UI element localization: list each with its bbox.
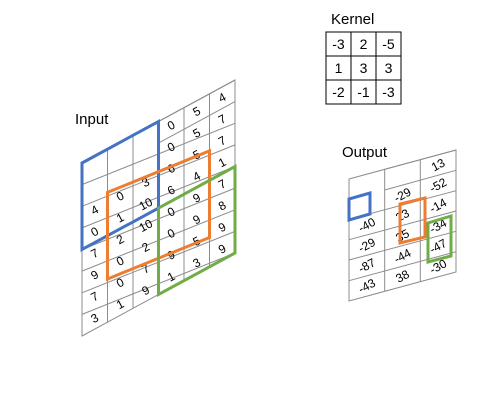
input-cell-3-5: 1 [216,155,229,171]
input-cell-4-2: 10 [137,216,156,235]
input-highlight-orange [106,148,211,282]
input-cell-5-0: 9 [89,267,102,283]
input-cell-4-5: 7 [216,176,229,192]
input-cell-5-5: 8 [216,198,229,214]
output-cell-4-1: -44 [392,246,414,267]
output-cell-2-1: 23 [393,206,412,225]
output-cell-2-2: -14 [427,195,449,216]
input-cell-4-1: 2 [114,232,127,248]
input-cell-1-4: 5 [191,125,204,141]
input-cell-5-1: 0 [114,253,127,269]
kernel-grid [325,31,402,105]
input-cell-0-3: 0 [165,117,178,133]
input-cell-4-0: 7 [89,245,102,261]
input-cell-2-0: 4 [89,202,102,218]
output-cell-5-0: -43 [356,276,378,297]
input-cell-7-0: 3 [89,310,102,326]
output-cell-4-0: -87 [356,255,378,276]
input-cell-7-5: 9 [216,241,229,257]
output-highlight-blue [347,191,372,222]
kernel-cell-0-2: -5 [382,36,395,52]
kernel-cell-2-0: -2 [332,84,345,100]
input-cell-2-5: 7 [216,133,229,149]
input-cell-3-2: 10 [137,195,156,214]
input-cell-5-4: 9 [191,212,204,228]
kernel-cell-0-1: 2 [360,36,368,52]
input-cell-6-1: 0 [114,275,127,291]
kernel-cell-values: -3 2 -5 1 3 3 -2 -1 -3 [332,36,395,100]
output-cell-1-2: -52 [427,175,449,196]
input-cell-7-2: 9 [140,283,153,299]
input-cell-2-1: 0 [114,188,127,204]
input-cell-5-2: 2 [140,239,153,255]
output-cell-5-1: 38 [393,267,412,286]
input-cell-3-4: 4 [191,169,204,185]
output-cell-4-2: -47 [427,236,449,257]
kernel-cell-0-0: -3 [332,36,345,52]
output-label: Output [342,144,388,161]
kernel-cell-1-2: 3 [385,60,393,76]
kernel-cell-1-0: 1 [335,60,343,76]
input-cell-1-5: 7 [216,111,229,127]
output-cell-3-0: -29 [356,235,378,256]
input-cell-0-5: 4 [216,90,229,106]
output-highlight-orange [398,196,427,245]
input-cell-6-5: 9 [216,220,229,236]
input-cell-3-1: 1 [114,210,127,226]
input-cell-7-1: 1 [114,297,127,313]
kernel-label: Kernel [331,11,374,28]
input-cell-6-0: 7 [89,289,102,305]
kernel-cell-2-2: -3 [382,84,395,100]
input-cell-7-4: 3 [191,255,204,271]
input-label: Input [75,111,109,128]
input-highlight-green [157,163,237,298]
input-cell-3-0: 0 [89,224,102,240]
output-cell-0-2: 13 [429,156,448,175]
kernel-cell-1-1: 3 [360,60,368,76]
input-cell-4-4: 9 [191,190,204,206]
output-highlight-green [426,213,453,264]
input-cell-0-4: 5 [191,104,204,120]
kernel-cell-2-1: -1 [357,84,370,100]
